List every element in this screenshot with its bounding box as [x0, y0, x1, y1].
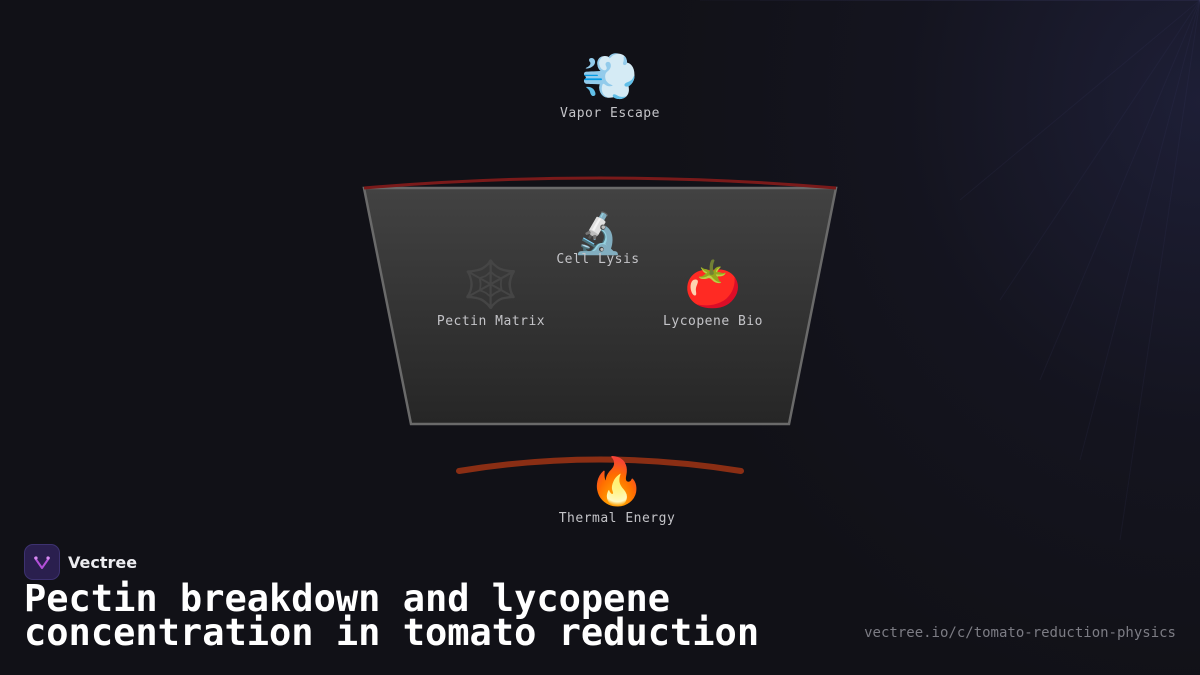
- cell-lysis-label: Cell Lysis: [556, 252, 640, 267]
- pan-rim: [363, 176, 837, 190]
- steam-icon: 💨: [581, 49, 639, 103]
- source-url[interactable]: vectree.io/c/tomato-reduction-physics: [864, 625, 1176, 641]
- lycopene-bio-label: Lycopene Bio: [663, 314, 763, 329]
- pectin-matrix-label: Pectin Matrix: [436, 314, 546, 329]
- cell-lysis-node: 🔬 Cell Lysis: [556, 212, 639, 267]
- microscope-icon: 🔬: [573, 211, 623, 257]
- brand: Vectree: [24, 544, 137, 580]
- lycopene-bio-node: 🍅 Lycopene Bio: [663, 258, 763, 329]
- brand-name: Vectree: [68, 552, 138, 572]
- pan-body: [362, 186, 838, 426]
- vapor-escape-label: Vapor Escape: [560, 106, 660, 121]
- fire-icon: 🔥: [588, 454, 646, 508]
- thermal-energy-node: 🔥 Thermal Energy: [559, 455, 676, 526]
- page-title: Pectin breakdown and lycopene concentrat…: [24, 577, 760, 654]
- tomato-icon: 🍅: [684, 257, 742, 311]
- vectree-logo-icon: [24, 544, 60, 580]
- web-icon: 🕸️: [462, 257, 520, 311]
- vapor-escape-node: 💨 Vapor Escape: [560, 50, 660, 121]
- thermal-energy-label: Thermal Energy: [558, 511, 676, 526]
- pectin-matrix-node: 🕸️ Pectin Matrix: [437, 258, 545, 329]
- heat-arc: [456, 456, 744, 474]
